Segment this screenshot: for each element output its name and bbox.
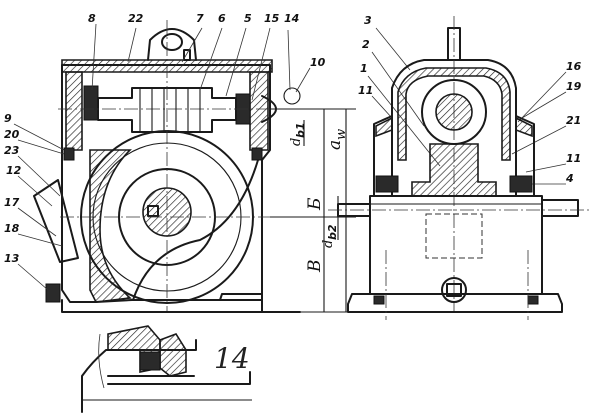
seal-detail-14 — [283, 87, 301, 105]
detail-break-line — [98, 333, 105, 389]
detail-14-label: 14 — [214, 342, 250, 375]
left-bearing — [83, 85, 99, 121]
bolt-right — [251, 147, 263, 161]
dim-db1-letter: d — [289, 138, 304, 146]
callout-22: 22 — [128, 12, 144, 25]
cutaway-break — [132, 159, 259, 301]
callout-11-left: 11 — [358, 84, 373, 97]
left-section-view — [33, 20, 301, 313]
callout-6: 6 — [218, 12, 226, 25]
right-bearing-wall — [249, 71, 269, 151]
bottom-plug-hex — [446, 283, 462, 297]
hidden-hub-outline — [425, 213, 483, 259]
lifting-eye-hole — [161, 33, 183, 51]
worm-shaft — [97, 87, 237, 133]
callout-21: 21 — [566, 114, 581, 127]
dim-db2-sub: b2 — [326, 224, 339, 240]
dim-b-cyrillic: Б — [305, 197, 325, 211]
right-base-feet — [347, 293, 563, 313]
left-bearing-cap — [375, 116, 393, 138]
lifting-eye — [147, 28, 197, 61]
dim-aw-letter: a — [325, 140, 345, 150]
callout-14: 14 — [284, 12, 299, 25]
callout-18: 18 — [4, 222, 20, 235]
callout-labels: 8 22 7 6 5 15 14 10 9 20 23 12 17 18 13 … — [4, 12, 582, 265]
drain-plug — [45, 283, 61, 303]
housing-outline — [61, 64, 271, 303]
callout-20: 20 — [4, 128, 20, 141]
detail-14 — [81, 325, 252, 413]
dim-v-cyrillic: В — [305, 260, 325, 274]
output-shaft-right — [541, 199, 579, 217]
foot-bolt-left — [373, 295, 385, 305]
detail-shaft — [107, 371, 251, 385]
dim-db2-letter: d — [321, 240, 336, 248]
detail-seal-ring — [139, 351, 161, 371]
left-bearing-wall — [65, 71, 83, 151]
detail-seal-right — [159, 333, 187, 377]
callout-5: 5 — [244, 12, 252, 25]
callout-19: 19 — [566, 80, 582, 93]
callout-11-right: 11 — [566, 152, 581, 165]
callout-2: 2 — [362, 38, 370, 51]
callout-13: 13 — [4, 252, 20, 265]
left-wheel-bearing — [375, 175, 399, 193]
shaft-keyway — [147, 205, 159, 217]
callout-16: 16 — [566, 60, 582, 73]
callout-17: 17 — [4, 196, 20, 209]
foot-bolt-right — [527, 295, 539, 305]
callout-4: 4 — [565, 172, 574, 185]
base-step — [219, 293, 263, 313]
callout-8: 8 — [88, 12, 96, 25]
callout-23: 23 — [4, 144, 20, 157]
right-wheel-bearing — [509, 175, 533, 193]
detail-housing-profile — [81, 339, 197, 413]
lower-housing — [369, 195, 543, 295]
upper-housing-wall — [397, 67, 511, 161]
worm-shaft-section — [435, 93, 473, 131]
callout-7: 7 — [196, 12, 204, 25]
bolt-left — [63, 147, 75, 161]
wheel-section — [411, 143, 497, 197]
output-shaft-left — [337, 203, 371, 217]
housing-cutaway — [89, 149, 132, 303]
dimension-labels: a w d b1 d b2 Б В — [289, 122, 349, 273]
callout-10: 10 — [310, 56, 326, 69]
dim-db1-sub: b1 — [294, 122, 307, 138]
callout-12: 12 — [6, 164, 22, 177]
callout-3: 3 — [364, 14, 372, 27]
breather-plug — [183, 49, 191, 61]
callout-9: 9 — [4, 112, 12, 125]
base-foot — [61, 299, 301, 313]
right-bearing-cap — [515, 116, 533, 138]
worm-threads — [139, 88, 201, 132]
oil-gauge — [33, 179, 79, 263]
right-end-view — [328, 16, 590, 320]
callout-15: 15 — [264, 12, 280, 25]
bottom-plug — [441, 277, 467, 303]
callout-1: 1 — [360, 62, 368, 75]
dim-aw-sub: w — [334, 129, 349, 140]
